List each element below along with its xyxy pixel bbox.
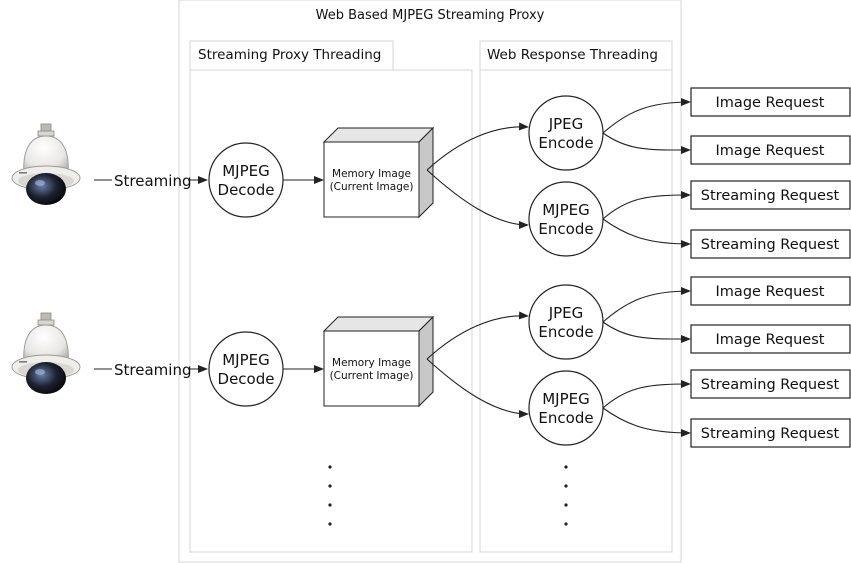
streaming-request-box <box>690 229 851 259</box>
memory-image-node: Memory Image(Current Image) <box>322 315 435 408</box>
memory-image-node: Memory Image(Current Image) <box>322 126 435 219</box>
image-request-box <box>690 276 851 306</box>
streaming-request-label: Streaming Request <box>701 426 840 442</box>
encoder-to-request-arrow <box>602 287 691 323</box>
web-response-label: Web Response Threading <box>487 47 658 63</box>
encoder-to-request-arrow <box>602 132 691 155</box>
encoder-to-request-arrow <box>602 321 691 344</box>
proxy-threading-tab <box>189 40 394 71</box>
encoder-to-request-arrow <box>602 380 691 409</box>
encoder-to-request-arrow <box>602 218 691 248</box>
image-request-label: Image Request <box>716 143 825 159</box>
memory-image-label: Memory Image(Current Image) <box>330 168 414 193</box>
streaming-request-box <box>690 369 851 399</box>
encoder-to-request-arrow <box>602 191 691 220</box>
streaming-request-box <box>690 180 851 210</box>
web-response-tab <box>479 40 673 71</box>
image-request-box <box>690 87 851 117</box>
image-request-box <box>690 324 851 354</box>
streaming-request-label: Streaming Request <box>701 237 840 253</box>
continuation-dots-web <box>564 465 568 526</box>
ptz-dome-camera-icon <box>11 123 81 205</box>
streaming-request-box <box>690 418 851 448</box>
ptz-dome-camera-icon <box>11 312 81 394</box>
streaming-label: Streaming <box>114 361 191 379</box>
image-request-label: Image Request <box>716 332 825 348</box>
memory-to-encoder-arrow <box>426 311 529 360</box>
encoder-to-request-arrow <box>602 407 691 437</box>
memory-to-encoder-arrow <box>426 169 529 229</box>
memory-to-encoder-arrow <box>426 122 529 171</box>
image-request-label: Image Request <box>716 95 825 111</box>
image-request-box <box>690 135 851 165</box>
streaming-label: Streaming <box>114 172 191 190</box>
image-request-label: Image Request <box>716 284 825 300</box>
encoder-to-request-arrow <box>602 98 691 134</box>
streaming-request-label: Streaming Request <box>701 188 840 204</box>
continuation-dots-proxy <box>328 465 332 526</box>
proxy-threading-label: Streaming Proxy Threading <box>198 47 381 63</box>
memory-image-label: Memory Image(Current Image) <box>330 357 414 382</box>
streaming-request-label: Streaming Request <box>701 377 840 393</box>
memory-to-encoder-arrow <box>426 358 529 418</box>
diagram-title: Web Based MJPEG Streaming Proxy <box>316 8 545 23</box>
